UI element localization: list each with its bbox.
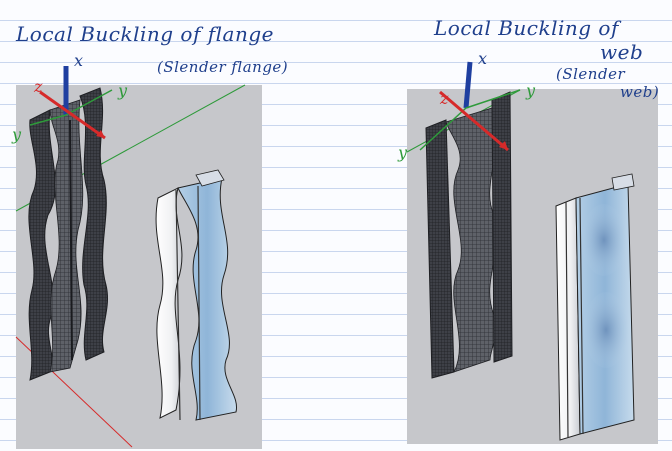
right-back-flange-mesh — [491, 91, 513, 363]
left-y-axis-arrow — [65, 89, 113, 116]
right-title-line1: Local Buckling of — [434, 16, 619, 40]
right-top-cap — [611, 173, 635, 191]
right-meshed-section — [425, 91, 513, 379]
right-y-label-2: y — [397, 143, 408, 162]
left-meshed-section — [28, 87, 108, 381]
right-web-bulge-lower — [584, 292, 628, 368]
right-subtitle-line2: web) — [620, 83, 660, 101]
left-web-contour — [177, 177, 237, 421]
left-top-cap — [195, 169, 225, 187]
right-z-axis-arrow — [439, 90, 509, 152]
left-x-label: x — [74, 51, 83, 70]
left-axis-triad: x y y z — [11, 51, 128, 144]
right-y-label: y — [525, 81, 536, 100]
left-z-axis-arrow — [39, 90, 106, 140]
right-web-bulge-upper — [582, 204, 626, 276]
right-z-label: z — [439, 89, 449, 108]
right-subtitle-line1: (Slender — [556, 65, 626, 83]
left-front-flange-mesh — [28, 109, 56, 381]
right-axis-triad: x y y z — [397, 49, 536, 162]
left-contour-section — [155, 169, 237, 421]
right-front-flange-mesh — [425, 119, 455, 379]
left-figure: x y y z — [11, 51, 246, 448]
right-x-axis-arrow — [463, 61, 473, 109]
left-subtitle: (Slender flange) — [157, 58, 289, 76]
right-contour-section — [555, 173, 635, 441]
right-title-line2: web — [600, 40, 644, 64]
left-z-label: z — [33, 77, 43, 96]
right-section-edges — [565, 197, 584, 439]
left-front-flange-contour — [155, 187, 183, 419]
left-section-edges — [175, 185, 201, 421]
left-title: Local Buckling of flange — [16, 22, 274, 46]
right-x-label: x — [478, 49, 487, 68]
left-web-edge — [69, 119, 73, 361]
left-web-mesh — [49, 99, 84, 373]
left-y-label-2: y — [11, 125, 22, 144]
left-y-label: y — [117, 81, 128, 100]
right-web-mesh — [445, 107, 498, 373]
left-back-flange-mesh — [79, 87, 108, 361]
right-y-axis-arrow — [465, 89, 521, 109]
right-z-arrowhead-icon — [499, 141, 508, 150]
left-z-arrowhead-icon — [96, 130, 105, 138]
right-figure: x y y z — [397, 49, 635, 441]
